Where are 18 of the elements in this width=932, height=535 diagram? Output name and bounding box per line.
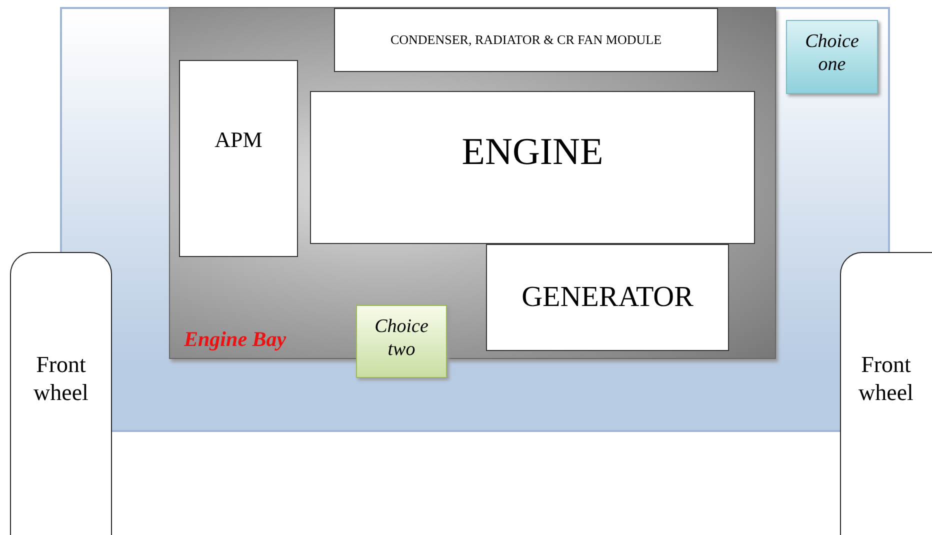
component-box (179, 60, 298, 257)
wheel-shape (840, 252, 932, 535)
node-label: Choice two (374, 316, 430, 362)
node-label: Choice one (804, 31, 860, 77)
node-label: Engine Bay (184, 326, 286, 352)
node-label: APM (214, 127, 262, 154)
choice-box (786, 20, 878, 94)
component-box (486, 244, 729, 351)
node-label: Front wheel (858, 351, 914, 406)
choice-box (356, 305, 447, 378)
engine-bay-panel (169, 7, 776, 359)
component-box (310, 91, 755, 244)
node-label: ENGINE (462, 130, 604, 175)
node-label: Front wheel (32, 351, 90, 406)
node-label: GENERATOR (522, 280, 694, 315)
node-label: CONDENSER, RADIATOR & CR FAN MODULE (390, 32, 662, 48)
wheel-shape (10, 252, 112, 535)
component-box (334, 8, 718, 72)
